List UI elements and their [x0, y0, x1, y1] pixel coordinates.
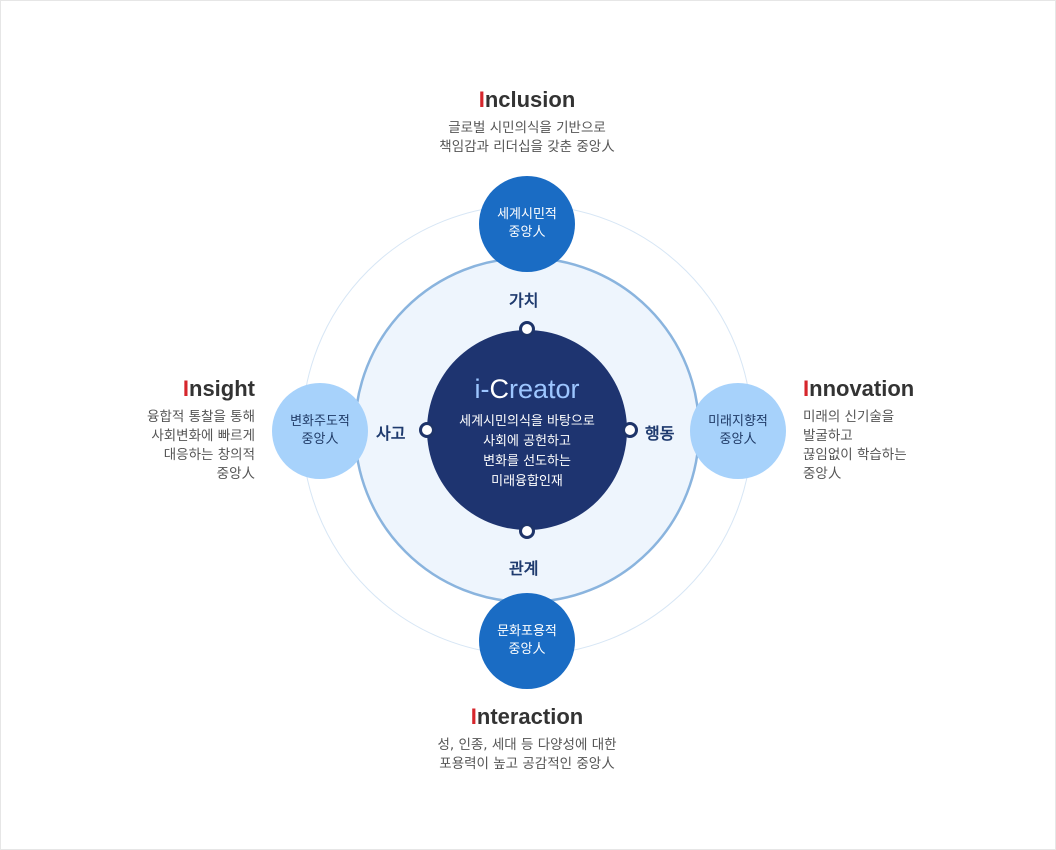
core-title-c: C [489, 374, 509, 404]
interaction-title: Interaction [427, 704, 627, 730]
innovation-description: 미래의 신기술을 발굴하고 끊임없이 학습하는 중앙人 [803, 409, 907, 482]
axis-dot-right [622, 422, 638, 438]
innovation-title: Innovation [803, 376, 983, 402]
insight-rest: nsight [189, 376, 255, 401]
insight-initial: I [182, 376, 189, 401]
interaction-rest: nteraction [476, 704, 584, 729]
interaction-description: 성, 인종, 세대 등 다양성에 대한 포용력이 높고 공감적인 중앙人 [437, 737, 617, 772]
innovation-initial: I [803, 376, 810, 401]
core-title-suffix: reator [508, 374, 580, 404]
axis-label-top: 가치 [509, 291, 539, 310]
insight-description: 융합적 통찰을 통해 사회변화에 빠르게 대응하는 창의적 중앙人 [147, 409, 255, 482]
core-title-prefix: i- [474, 374, 490, 404]
insight-title: Insight [115, 376, 255, 402]
axis-dot-bottom [519, 523, 535, 539]
axis-label-left: 사고 [376, 424, 406, 443]
interaction-initial: I [470, 704, 477, 729]
node-top: 세계시민적 중앙人 [479, 176, 575, 272]
axis-label-bottom: 관계 [509, 559, 539, 578]
inclusion-initial: I [478, 87, 485, 112]
core-circle: i-Creator 세계시민의식을 바탕으로 사회에 공헌하고 변화를 선도하는… [427, 330, 627, 530]
inclusion-description: 글로벌 시민의식을 기반으로 책임감과 리더십을 갖춘 중앙人 [439, 120, 615, 155]
axis-dot-top [519, 321, 535, 337]
node-left: 변화주도적 중앙人 [272, 383, 368, 479]
axis-label-right: 행동 [645, 424, 675, 443]
axis-dot-left [419, 422, 435, 438]
core-title: i-Creator [427, 374, 627, 405]
inclusion-title: Inclusion [427, 87, 627, 113]
node-right: 미래지향적 중앙人 [690, 383, 786, 479]
inclusion-rest: nclusion [484, 87, 576, 112]
innovation-rest: nnovation [809, 376, 915, 401]
core-description: 세계시민의식을 바탕으로 사회에 공헌하고 변화를 선도하는 미래융합인재 [459, 414, 595, 489]
node-bottom: 문화포용적 중앙人 [479, 593, 575, 689]
